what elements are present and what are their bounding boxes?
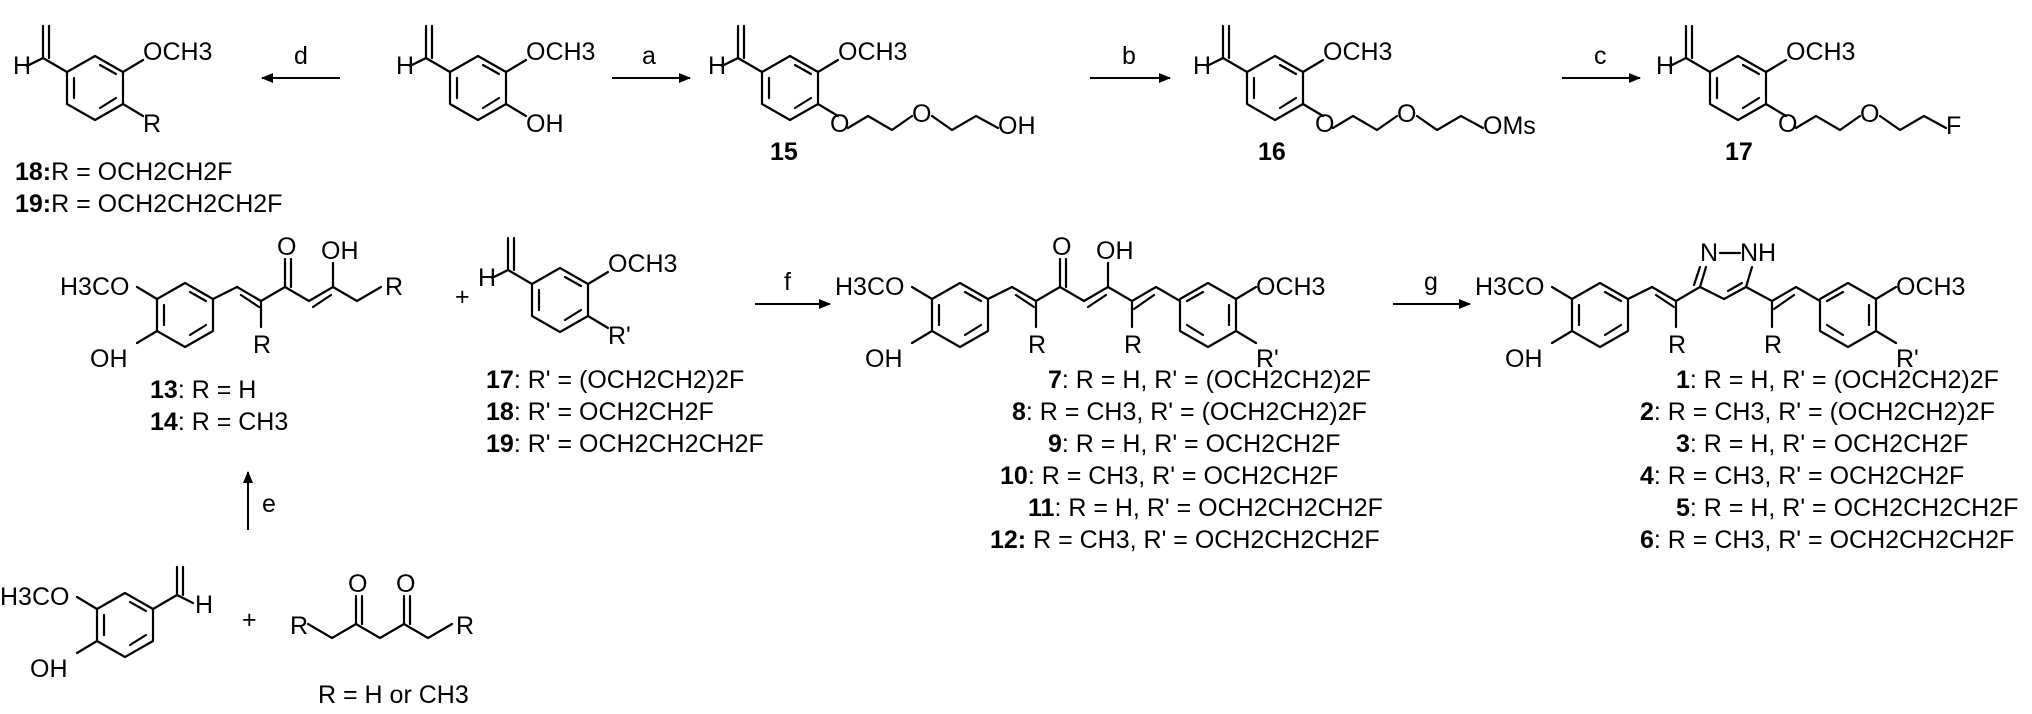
h3co-label: H3CO [0,583,69,611]
atom-o: O [1860,100,1879,128]
atom-r: R [456,612,474,640]
compound-19-label: 19:R = OCH2CH2CH2F [15,190,282,218]
svg-text:5: R = H, R' = OCH2CH2CH2F: 5: R = H, R' = OCH2CH2CH2F [1676,494,2018,522]
structure-1-6: H3CO OH R N NH R OCH3 R' [1475,239,1965,373]
structure-17: H OCH3 O O F [1656,24,1961,140]
reagent-g: g [1424,268,1438,296]
structure-18-19: H OCH3 R [13,24,212,138]
atom-h: H [708,52,726,80]
atom-o: O [1397,100,1416,128]
svg-text:3: R = H, R' = OCH2CH2F: 3: R = H, R' = OCH2CH2F [1676,430,1968,458]
compounds-1-6-list: 1: R = H, R' = (OCH2CH2)2F 2: R = CH3, R… [1640,366,2018,554]
svg-text:8: R = CH3, R' = (OCH2CH2)2F: 8: R = CH3, R' = (OCH2CH2)2F [1012,398,1367,426]
structure-aldehyde-r-prime: H OCH3 R' [478,236,677,350]
svg-text:10: R = CH3, R' = OCH2CH2F: 10: R = CH3, R' = OCH2CH2F [1000,462,1338,490]
compound-14-label: 14: R = CH3 [150,408,288,436]
atom-o: O [396,570,415,598]
oms-label: OMs [1483,112,1536,140]
och3-label: OCH3 [1323,38,1392,66]
ho-label: OH [865,345,903,373]
compound-19-mid-label: 19: R' = OCH2CH2CH2F [486,430,764,458]
och3-label: OCH3 [1256,273,1325,301]
compound-13-label: 13: R = H [150,376,256,404]
och3-label: OCH3 [1896,273,1965,301]
och3-label: OCH3 [526,38,595,66]
svg-text:4: R = CH3, R' = OCH2CH2F: 4: R = CH3, R' = OCH2CH2F [1640,462,1964,490]
atom-o: O [1778,110,1797,138]
svg-text:6: R = CH3, R' = OCH2CH2CH2F: 6: R = CH3, R' = OCH2CH2CH2F [1640,526,2014,554]
atom-h: H [1656,52,1674,80]
reagent-e: e [262,490,276,518]
atom-o: O [348,570,367,598]
compound-18-mid-label: 18: R' = OCH2CH2F [486,398,714,426]
h3co-label: H3CO [60,273,129,301]
compound-15-label: 15 [770,138,798,166]
structure-vanillin-bottom: H3CO OH H [0,565,213,683]
reagent-a: a [642,42,656,70]
atom-o: O [277,233,296,261]
h3co-label: H3CO [1475,273,1544,301]
ho-label: OH [90,345,128,373]
atom-h: H [478,264,496,292]
svg-text:11: R = H, R' = OCH2CH2CH2F: 11: R = H, R' = OCH2CH2CH2F [1028,494,1383,522]
structure-15: H OCH3 O O OH [708,24,1036,140]
structure-vanillin: H OCH3 OH [396,24,595,138]
reagent-c: c [1594,42,1607,70]
atom-h: H [1193,52,1211,80]
structure-diketone: R O O R [290,570,474,640]
atom-r: R [1764,331,1782,359]
compound-17-mid-label: 17: R' = (OCH2CH2)2F [486,366,744,394]
atom-h: H [396,52,414,80]
r-prime-label: R' [1256,345,1279,373]
svg-text:12: R = CH3, R' = OCH2CH2CH2F: 12: R = CH3, R' = OCH2CH2CH2F [990,526,1380,554]
svg-text:9: R = H, R' = OCH2CH2F: 9: R = H, R' = OCH2CH2F [1048,430,1340,458]
atom-r: R [385,273,403,301]
plus-sign: + [242,606,257,634]
f-label: F [1946,112,1961,140]
compound-16-label: 16 [1258,138,1286,166]
atom-r: R [143,110,161,138]
och3-label: OCH3 [608,250,677,278]
compound-17-label: 17 [1725,138,1753,166]
reagent-b: b [1122,42,1136,70]
atom-r: R [1028,331,1046,359]
structure-13-14: H3CO OH R O OH R [60,233,403,373]
atom-o: O [830,110,849,138]
atom-o: O [1052,233,1071,261]
atom-r: R [1668,331,1686,359]
oh-label: OH [321,237,359,265]
ho-label: OH [30,655,68,683]
atom-h: H [195,591,213,619]
nh-label: NH [1740,239,1776,267]
atom-r: R [290,612,308,640]
atom-h: H [13,52,31,80]
svg-text:2: R = CH3, R' = (OCH2CH2)2F: 2: R = CH3, R' = (OCH2CH2)2F [1640,398,1995,426]
structure-7-12: H3CO OH R O OH R OCH3 R' [835,233,1325,373]
r-prime-label: R' [608,322,631,350]
oh-label: OH [1096,237,1134,265]
atom-n: N [1700,239,1718,267]
compounds-7-12-list: 7: R = H, R' = (OCH2CH2)2F 8: R = CH3, R… [990,366,1383,554]
svg-text:7: R = H, R' = (OCH2CH2)2F: 7: R = H, R' = (OCH2CH2)2F [1048,366,1371,394]
atom-o: O [912,100,931,128]
structure-16: H OCH3 O O OMs [1193,24,1536,140]
och3-label: OCH3 [1786,38,1855,66]
r-prime-label: R' [1896,345,1919,373]
reagent-d: d [294,42,308,70]
ho-label: OH [1505,345,1543,373]
och3-label: OCH3 [143,38,212,66]
och3-label: OCH3 [838,38,907,66]
atom-r: R [253,331,271,359]
diketone-note: R = H or CH3 [318,681,469,709]
oh-label: OH [526,110,564,138]
svg-text:1: R = H, R' = (OCH2CH2)2F: 1: R = H, R' = (OCH2CH2)2F [1676,366,1999,394]
reagent-f: f [784,268,791,296]
plus-sign: + [455,283,470,311]
atom-r: R [1124,331,1142,359]
compound-18-label: 18:R = OCH2CH2F [15,158,232,186]
h3co-label: H3CO [835,273,904,301]
oh-label: OH [998,112,1036,140]
atom-o: O [1315,110,1334,138]
